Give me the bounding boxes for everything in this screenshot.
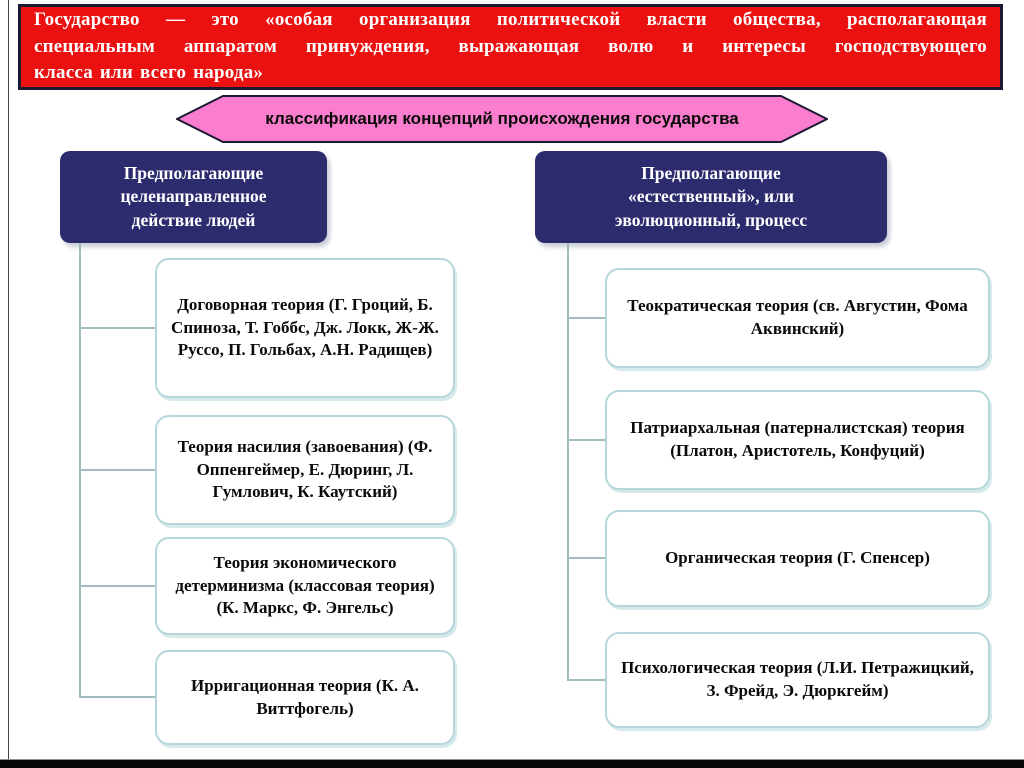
definition-banner: Государство — это «особая организация по… xyxy=(18,4,1003,90)
definition-text: Государство — это «особая организация по… xyxy=(21,7,1000,88)
theory-box-theocratic: Теократическая теория (св. Августин, Фом… xyxy=(605,268,990,368)
page-left-border xyxy=(8,0,9,760)
connector-right-vertical xyxy=(567,243,569,681)
classification-hexagon xyxy=(176,95,828,143)
definition-line-1: Государство — это «особая организация по… xyxy=(34,8,987,30)
theory-box-psychological: Психологическая теория (Л.И. Петражицкий… xyxy=(605,632,990,728)
connector-right-branch-3 xyxy=(567,557,607,559)
definition-line-2: специальным аппаратом принуждения, выраж… xyxy=(34,35,987,57)
theory-box-violence: Теория насилия (завоевания) (Ф. Оппенгей… xyxy=(155,415,455,525)
theory-box-contract: Договорная теория (Г. Гроций, Б. Спиноза… xyxy=(155,258,455,398)
connector-right-branch-2 xyxy=(567,439,607,441)
connector-left-branch-1 xyxy=(79,327,157,329)
column-header-natural-process: Предполагающие «естественный», или эволю… xyxy=(535,151,887,243)
connector-left-branch-3 xyxy=(79,585,157,587)
column-header-purposeful-action: Предполагающие целенаправленное действие… xyxy=(60,151,327,243)
connector-left-branch-2 xyxy=(79,469,157,471)
hexagon-shape xyxy=(176,95,828,143)
bottom-bar xyxy=(0,759,1024,768)
theory-box-patriarchal: Патриархальная (патерналистская) теория … xyxy=(605,390,990,490)
theory-box-irrigation: Ирригационная теория (К. А. Виттфогель) xyxy=(155,650,455,745)
definition-line-3: класса или всего народа» xyxy=(34,62,264,84)
theory-box-organic: Органическая теория (Г. Спенсер) xyxy=(605,510,990,607)
connector-right-branch-4 xyxy=(567,679,607,681)
theory-box-economic-determinism: Теория экономического детерминизма (клас… xyxy=(155,537,455,635)
connector-right-branch-1 xyxy=(567,317,607,319)
hexagon-label: классификация концепций происхождения го… xyxy=(265,109,739,128)
connector-left-branch-4 xyxy=(79,696,157,698)
